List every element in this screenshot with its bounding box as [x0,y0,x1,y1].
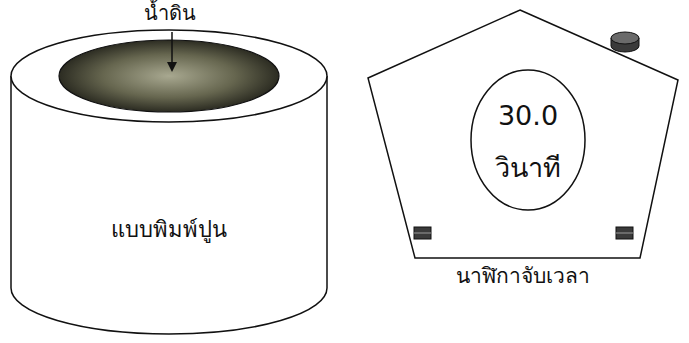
node-text: นาฬิกาจับเวลา [362,263,684,290]
node-text: แบบพิมพ์ปูน [8,216,330,245]
node-text: วินาที [469,150,587,185]
timer-display: 30.0 วินาที [469,68,587,212]
mold-cylinder-outline [8,26,330,338]
node-text: 30.0 [469,98,587,133]
part-label: น้ำดิน [100,0,240,26]
stopwatch: นาฬิกาจับเวลา 30.0 วินาที [362,5,684,305]
mold-cylinder: แบบพิมพ์ปูน [8,26,330,338]
timer-display-outline [469,68,587,212]
